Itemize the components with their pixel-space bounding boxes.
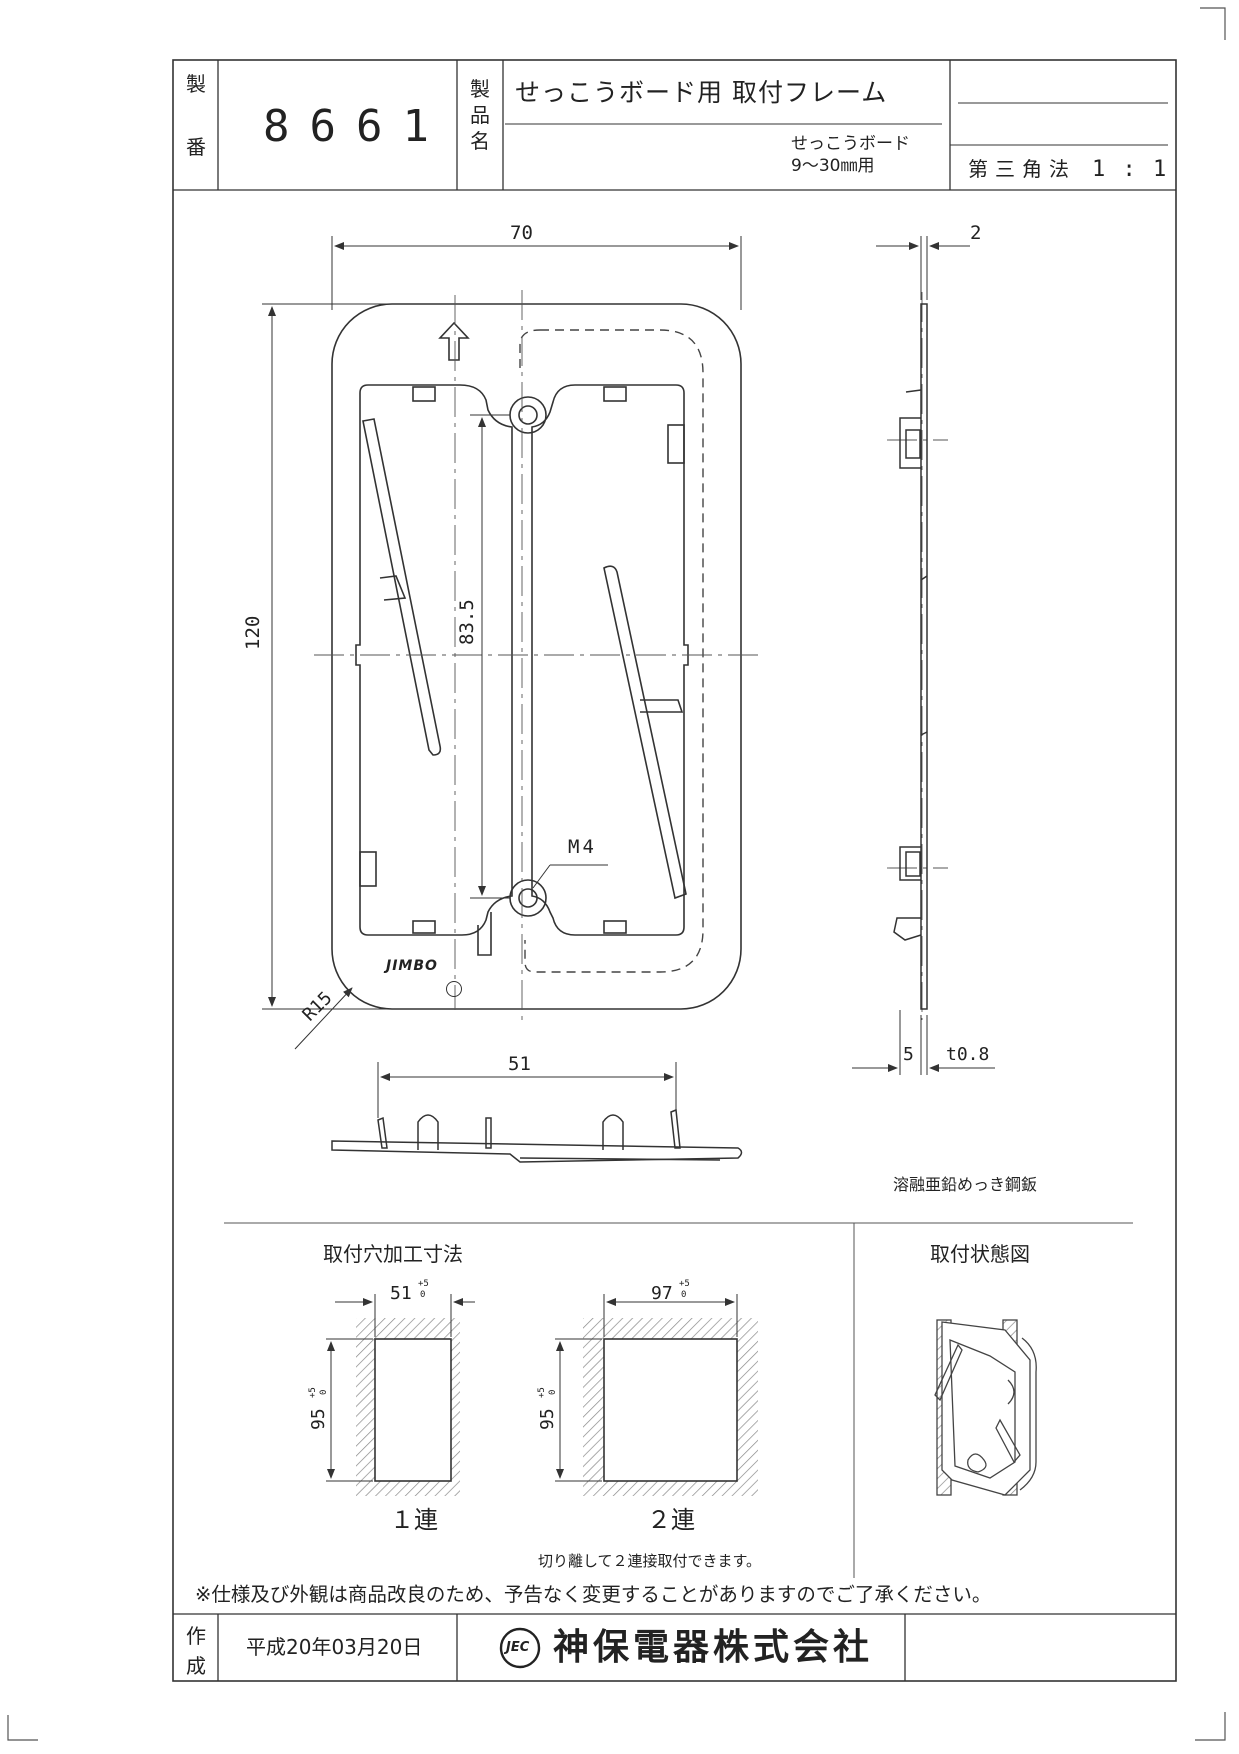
cutout-single-height-tol-upper: +5 — [308, 1387, 318, 1398]
install-view-title: 取付状態図 — [930, 1242, 1030, 1266]
dim-side-offset-5: 5 — [903, 1044, 914, 1065]
dim-side-thickness-2: 2 — [970, 222, 982, 244]
title-block-grid — [173, 60, 1176, 191]
cutout-double-height-tol-lower: 0 — [548, 1389, 558, 1395]
cutout-double-label: ２連 — [647, 1506, 695, 1534]
dim-screw-m4: M4 — [568, 836, 597, 858]
cutout-double-tol-lower: 0 — [681, 1290, 687, 1300]
part-no-label: 製番 — [186, 72, 206, 159]
cutout-double — [555, 1294, 758, 1496]
cutout-note: 切り離して２連接取付できます。 — [538, 1552, 762, 1570]
dim-plate-thickness: t0.8 — [946, 1044, 990, 1065]
created-date: 平成20年03月20日 — [246, 1635, 423, 1659]
created-label: 作成 — [186, 1624, 206, 1678]
company-logo-mark — [499, 1627, 541, 1669]
emboss-dashed-line — [519, 329, 704, 973]
cutout-double-tol-upper: +5 — [679, 1279, 690, 1289]
disclaimer: ※仕様及び外観は商品改良のため、予告なく変更することがありますのでご了承ください… — [195, 1583, 992, 1606]
dimension-lines — [262, 236, 742, 1050]
bottom-view — [331, 1108, 743, 1163]
product-name-label: 製品名 — [470, 77, 490, 153]
dim-height-120: 120 — [242, 615, 264, 650]
side-view — [893, 303, 928, 1010]
brand-mark: JIMBO — [386, 958, 438, 974]
centre-lines — [314, 290, 948, 1025]
cutout-double-height: 95 — [537, 1408, 558, 1430]
cutout-single-tol-lower: 0 — [420, 1290, 426, 1300]
cutout-double-height-tol-upper: +5 — [537, 1387, 547, 1398]
crop-marks — [7, 7, 1226, 1741]
install-view — [934, 1319, 1037, 1496]
bottom-dimension-lines — [377, 1062, 677, 1118]
rivet-circle — [446, 981, 462, 997]
dim-pitch-83-5: 83.5 — [456, 599, 478, 645]
dim-width-70: 70 — [510, 222, 533, 244]
front-view — [331, 303, 742, 1010]
product-sub-line1: せっこうボード — [791, 134, 910, 154]
cutout-single-height-tol-lower: 0 — [319, 1389, 329, 1395]
cutout-single-tol-upper: +5 — [418, 1279, 429, 1289]
drawing-scale: 1 : 1 — [1092, 157, 1169, 182]
product-name: せっこうボード用 取付フレーム — [515, 78, 888, 107]
logo-mark-text: JEC — [506, 1640, 530, 1655]
cutout-single — [326, 1294, 475, 1496]
side-dimension-lines — [852, 236, 995, 1075]
material-note: 溶融亜鉛めっき鋼鈑 — [893, 1175, 1038, 1194]
sheet-border — [172, 59, 1177, 1682]
cutout-section-title: 取付穴加工寸法 — [323, 1242, 463, 1266]
part-number: 8661 — [263, 101, 449, 152]
cutout-single-label: １連 — [390, 1506, 438, 1534]
cutout-single-width: 51 — [390, 1283, 412, 1304]
cutout-double-width: 97 — [651, 1283, 673, 1304]
footer-grid — [173, 1613, 1176, 1681]
projection-method: 第三角法 — [968, 157, 1076, 181]
dim-bottom-width-51: 51 — [508, 1053, 531, 1075]
cutout-single-height: 95 — [308, 1408, 329, 1430]
product-sub-line2: 9～30㎜用 — [791, 156, 875, 176]
company-name: 神保電器株式会社 — [553, 1627, 874, 1668]
